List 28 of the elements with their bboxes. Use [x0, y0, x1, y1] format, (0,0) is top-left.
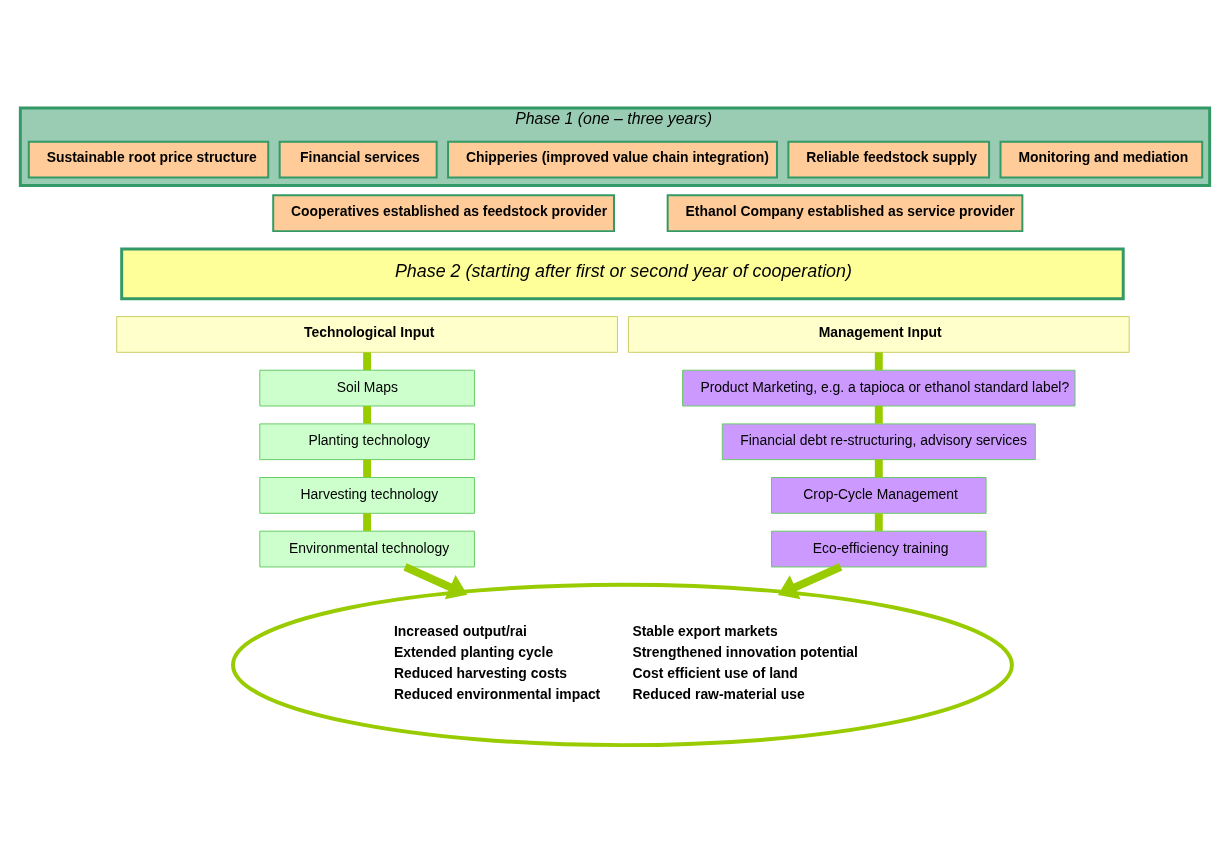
node-box: Environmental technology [259, 530, 475, 568]
node-box: Technological Input [116, 316, 618, 353]
connector [363, 513, 372, 531]
connector [363, 406, 372, 424]
connector [874, 459, 883, 478]
node-box: Ethanol Company established as service provider [666, 194, 1024, 233]
connector [874, 352, 883, 370]
connector [874, 406, 883, 424]
node-box: Monitoring and mediation [999, 140, 1204, 179]
node-box: Phase 2 (starting after first or second year of cooperation) [120, 247, 1125, 301]
node-box: Cooperatives established as feedstock provider [272, 194, 615, 233]
connector [874, 513, 883, 531]
node-box: Financial debt re-structuring, advisory services [721, 423, 1036, 461]
node-box: Eco-efficiency training [771, 530, 987, 568]
connector [363, 352, 372, 370]
node-box: Planting technology [259, 423, 475, 461]
node-box: Reliable feedstock supply [787, 140, 991, 179]
node-ellipse: Increased output/rai Stable export markets Extended planting cycle Strengthened innovation potential Reduced harvesting costs Cost efficient use of land Reduced environmental impact Reduced raw-material use [231, 582, 1014, 748]
node-box: Soil Maps [259, 369, 475, 407]
node-box: Harvesting technology [259, 477, 475, 514]
node-box: Product Marketing, e.g. a tapioca or ethanol standard label? [682, 369, 1076, 407]
node-box: Management Input [627, 316, 1130, 353]
node-box: Chipperies (improved value chain integration) [447, 140, 778, 179]
node-box: Crop-Cycle Management [771, 477, 987, 514]
node-box: Sustainable root price structure [27, 140, 270, 179]
arrow [777, 563, 843, 600]
node-box: Financial services [278, 140, 438, 179]
connector [363, 459, 372, 478]
